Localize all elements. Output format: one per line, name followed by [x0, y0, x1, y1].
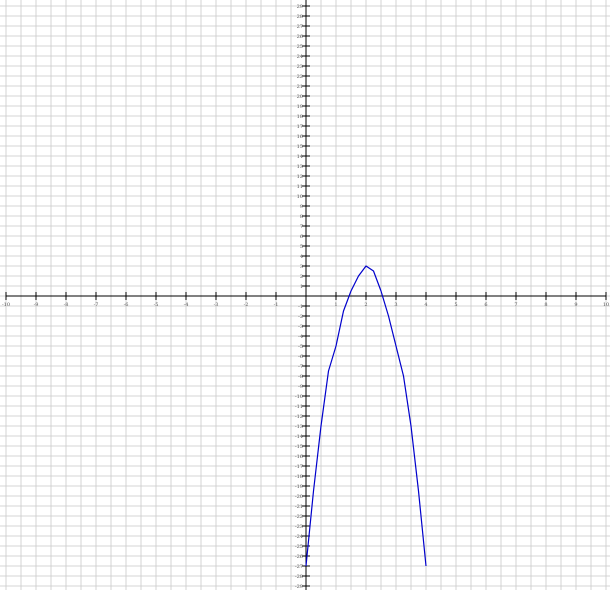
x-tick-label: 1 — [334, 302, 337, 308]
y-tick-label: 20 — [297, 94, 303, 100]
y-tick-label: 14 — [297, 154, 303, 160]
parabola-curve — [305, 265, 427, 567]
axes — [6, 0, 606, 590]
plot-series — [305, 265, 427, 567]
x-tick-label: 8 — [544, 302, 547, 308]
y-tick-label: -21 — [295, 504, 303, 510]
y-tick-label: -4 — [298, 334, 303, 340]
x-tick-label: -3 — [214, 302, 219, 308]
y-tick-label: -10 — [295, 394, 303, 400]
y-tick-label: 12 — [297, 174, 303, 180]
x-tick-label: 9 — [574, 302, 577, 308]
y-tick-label: -29 — [295, 584, 303, 590]
y-tick-label: 6 — [300, 234, 303, 240]
y-tick-label: -27 — [295, 564, 303, 570]
y-tick-label: 29 — [297, 4, 303, 10]
y-tick-label: -25 — [295, 544, 303, 550]
x-tick-label: 7 — [514, 302, 517, 308]
x-tick-label: -8 — [64, 302, 69, 308]
x-tick-label: -9 — [34, 302, 39, 308]
y-tick-label: 11 — [297, 184, 303, 190]
y-tick-label: -26 — [295, 554, 303, 560]
y-tick-label: -11 — [295, 404, 303, 410]
y-tick-label: -16 — [295, 454, 303, 460]
y-tick-label: 16 — [297, 134, 303, 140]
y-tick-label: -7 — [298, 364, 303, 370]
y-tick-label: -6 — [298, 354, 303, 360]
y-tick-label: -15 — [295, 444, 303, 450]
x-tick-label: 10 — [603, 302, 609, 308]
x-tick-label: -6 — [124, 302, 129, 308]
y-tick-label: -24 — [295, 534, 303, 540]
x-tick-label: -1 — [274, 302, 279, 308]
y-tick-label: 25 — [297, 44, 303, 50]
y-tick-label: -28 — [295, 574, 303, 580]
y-tick-label: 4 — [300, 254, 303, 260]
y-tick-label: 22 — [297, 74, 303, 80]
y-tick-label: 19 — [297, 104, 303, 110]
y-tick-label: 10 — [297, 194, 303, 200]
y-tick-label: 8 — [300, 214, 303, 220]
y-tick-label: -13 — [295, 424, 303, 430]
y-tick-label: -17 — [295, 464, 303, 470]
y-tick-label: 28 — [297, 14, 303, 20]
y-tick-label: 18 — [297, 114, 303, 120]
y-tick-label: 5 — [300, 244, 303, 250]
x-tick-label: 6 — [484, 302, 487, 308]
y-tick-label: 24 — [297, 54, 303, 60]
x-tick-label: 2 — [364, 302, 367, 308]
y-tick-label: -18 — [295, 474, 303, 480]
x-tick-label: 4 — [424, 302, 427, 308]
x-tick-label: -5 — [154, 302, 159, 308]
y-tick-label: -1 — [298, 304, 303, 310]
y-tick-label: 1 — [300, 284, 303, 290]
y-tick-label: -2 — [298, 314, 303, 320]
x-tick-label: -2 — [244, 302, 249, 308]
y-tick-label: -22 — [295, 514, 303, 520]
y-tick-label: -8 — [298, 374, 303, 380]
x-tick-label: -7 — [94, 302, 99, 308]
y-tick-label: 26 — [297, 34, 303, 40]
y-tick-label: 3 — [300, 264, 303, 270]
y-tick-label: 7 — [300, 224, 303, 230]
y-tick-label: -23 — [295, 524, 303, 530]
y-tick-label: -14 — [295, 434, 303, 440]
x-tick-label: -10 — [2, 302, 10, 308]
y-tick-label: 21 — [297, 84, 303, 90]
x-tick-label: 5 — [454, 302, 457, 308]
y-tick-label: 9 — [300, 204, 303, 210]
y-tick-label: 15 — [297, 144, 303, 150]
y-tick-label: 23 — [297, 64, 303, 70]
y-tick-label: 2 — [300, 274, 303, 280]
x-tick-label: -4 — [184, 302, 189, 308]
y-tick-label: 27 — [297, 24, 303, 30]
y-tick-label: -12 — [295, 414, 303, 420]
y-tick-label: -20 — [295, 494, 303, 500]
y-tick-label: 13 — [297, 164, 303, 170]
y-tick-label: -5 — [298, 344, 303, 350]
y-tick-label: -19 — [295, 484, 303, 490]
x-tick-label: 3 — [394, 302, 397, 308]
y-tick-label: 17 — [297, 124, 303, 130]
y-tick-label: -9 — [298, 384, 303, 390]
y-tick-label: -3 — [298, 324, 303, 330]
